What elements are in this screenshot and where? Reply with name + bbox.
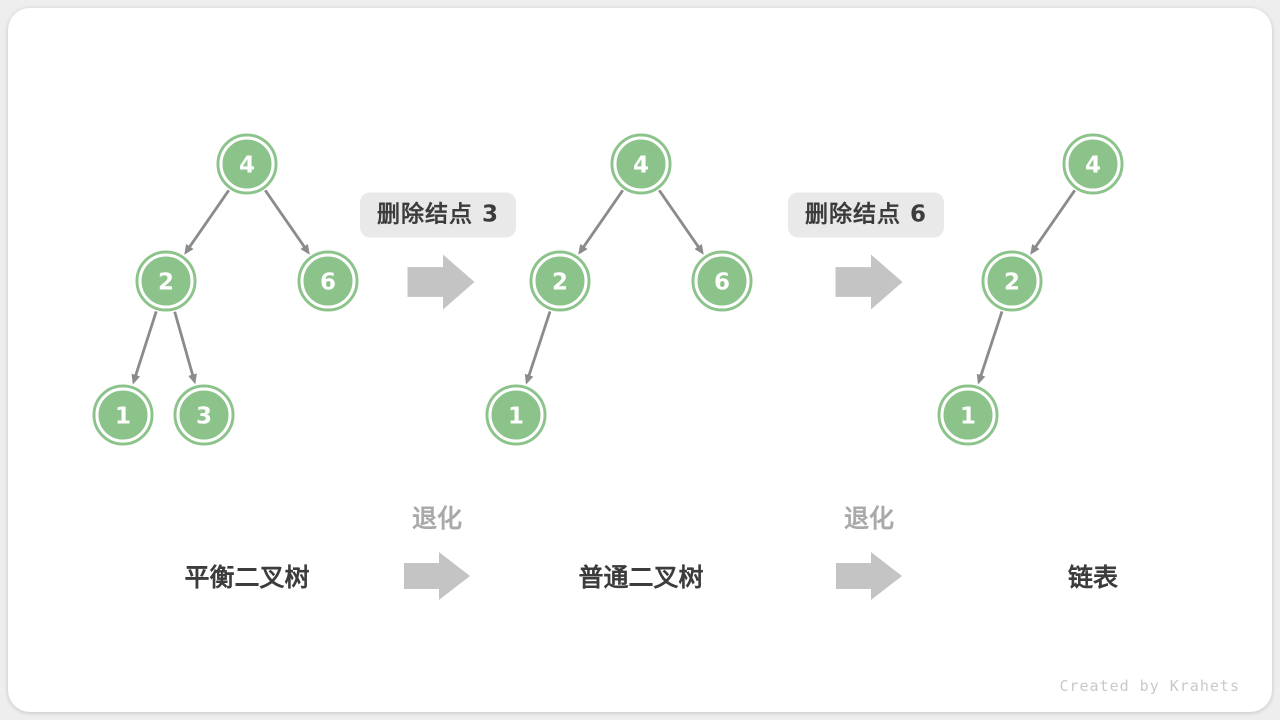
node-outer-ring bbox=[92, 384, 154, 446]
degrade-label: 退化 bbox=[411, 504, 463, 533]
node-outer-ring bbox=[216, 133, 278, 195]
degrade-label: 退化 bbox=[843, 504, 895, 533]
node-outer-ring bbox=[135, 250, 197, 312]
tree-node-1: 1 bbox=[92, 384, 154, 446]
tree-node-4: 4 bbox=[216, 133, 278, 195]
node-outer-ring bbox=[610, 133, 672, 195]
node-circle bbox=[95, 387, 151, 443]
node-outer-ring bbox=[485, 384, 547, 446]
tree-label-ordinary-binary-tree: 普通二叉树 bbox=[578, 563, 704, 592]
tree-node-3: 3 bbox=[173, 384, 235, 446]
tree-balanced-binary-tree: 4 2 6 1 3 bbox=[92, 133, 359, 446]
node-circle bbox=[219, 136, 275, 192]
tree-edge bbox=[173, 311, 197, 385]
watermark-credit: Created by Krahets bbox=[1059, 677, 1240, 695]
node-outer-ring bbox=[981, 250, 1043, 312]
tree-edge bbox=[976, 310, 1004, 385]
tree-node-2: 2 bbox=[135, 250, 197, 312]
node-circle bbox=[1065, 136, 1121, 192]
delete-step-badge: 删除结点 3 bbox=[359, 192, 517, 238]
node-circle bbox=[694, 253, 750, 309]
tree-node-6: 6 bbox=[691, 250, 753, 312]
node-circle bbox=[940, 387, 996, 443]
node-circle bbox=[613, 136, 669, 192]
node-outer-ring bbox=[937, 384, 999, 446]
node-circle bbox=[984, 253, 1040, 309]
node-circle bbox=[300, 253, 356, 309]
node-value: 4 bbox=[633, 152, 649, 178]
tree-node-6: 6 bbox=[297, 250, 359, 312]
node-outer-ring bbox=[529, 250, 591, 312]
tree-edge bbox=[658, 189, 704, 255]
node-value: 3 bbox=[196, 403, 212, 429]
node-outer-ring bbox=[173, 384, 235, 446]
node-value: 2 bbox=[158, 269, 174, 295]
delete-step-badge: 删除结点 6 bbox=[787, 192, 945, 238]
node-value: 1 bbox=[960, 403, 976, 429]
tree-node-1: 1 bbox=[937, 384, 999, 446]
node-outer-ring bbox=[297, 250, 359, 312]
node-value: 1 bbox=[508, 403, 524, 429]
tree-node-4: 4 bbox=[1062, 133, 1124, 195]
node-value: 4 bbox=[239, 152, 255, 178]
tree-ordinary-binary-tree: 4 2 6 1 bbox=[485, 133, 753, 446]
node-value: 1 bbox=[115, 403, 131, 429]
node-value: 2 bbox=[1004, 269, 1020, 295]
tree-edge bbox=[264, 189, 310, 255]
tree-edge bbox=[131, 311, 158, 385]
node-value: 2 bbox=[552, 269, 568, 295]
tree-node-2: 2 bbox=[529, 250, 591, 312]
tree-node-4: 4 bbox=[610, 133, 672, 195]
node-circle bbox=[138, 253, 194, 309]
node-outer-ring bbox=[691, 250, 753, 312]
tree-node-2: 2 bbox=[981, 250, 1043, 312]
node-circle bbox=[488, 387, 544, 443]
tree-node-1: 1 bbox=[485, 384, 547, 446]
tree-edge bbox=[184, 189, 230, 255]
tree-edge bbox=[1030, 189, 1076, 255]
tree-linked-list: 4 2 1 bbox=[937, 133, 1124, 446]
node-value: 6 bbox=[714, 269, 730, 295]
tree-label-balanced-binary-tree: 平衡二叉树 bbox=[184, 563, 310, 592]
node-circle bbox=[532, 253, 588, 309]
diagram-canvas bbox=[8, 8, 1272, 712]
node-value: 4 bbox=[1085, 152, 1101, 178]
tree-edge bbox=[524, 310, 552, 385]
tree-edge bbox=[578, 189, 624, 255]
node-value: 6 bbox=[320, 269, 336, 295]
node-outer-ring bbox=[1062, 133, 1124, 195]
node-circle bbox=[176, 387, 232, 443]
tree-label-linked-list: 链表 bbox=[1067, 563, 1119, 592]
